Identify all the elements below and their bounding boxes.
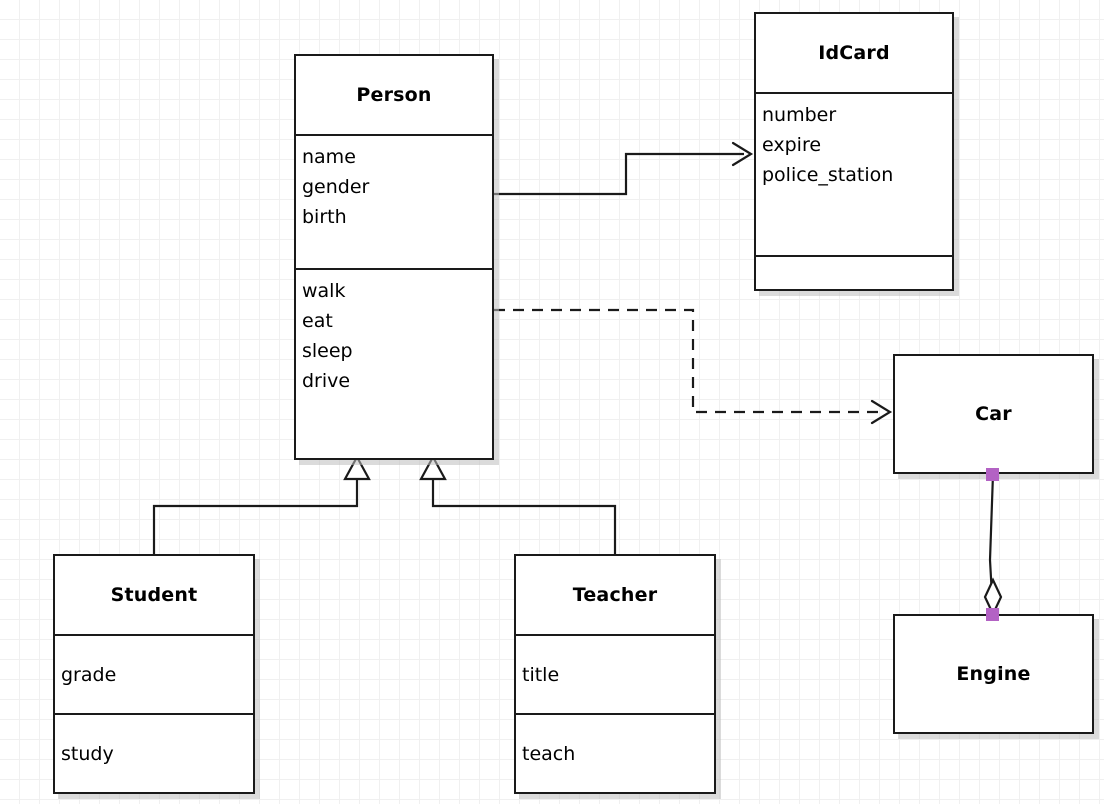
class-box-student[interactable]: Student grade study (53, 554, 255, 794)
attribute-item: grade (61, 663, 117, 686)
class-name-teacher: Teacher (572, 584, 658, 606)
attributes-compartment-teacher: title (516, 634, 714, 713)
class-name-car: Car (975, 403, 1012, 425)
generalization-line (152, 479, 359, 554)
dependency-line (494, 308, 883, 414)
open-arrow-head-icon (731, 141, 754, 167)
generalization-line (431, 479, 617, 554)
operations-compartment-person: walk eat sleep drive (296, 268, 492, 458)
class-name-engine: Engine (956, 663, 1031, 685)
attribute-item: name (302, 146, 356, 168)
operation-item: sleep (302, 340, 353, 362)
class-box-engine[interactable]: Engine (893, 614, 1094, 734)
attribute-item: gender (302, 176, 370, 198)
class-box-car[interactable]: Car (893, 354, 1094, 474)
attribute-item: police_station (762, 164, 894, 186)
hollow-triangle-icon (343, 454, 371, 481)
relationship-person-idcard[interactable] (494, 141, 754, 196)
relationship-student-person[interactable] (152, 454, 371, 554)
aggregation-line (988, 473, 995, 615)
selection-handle-target[interactable] (986, 608, 999, 621)
class-name-person: Person (356, 84, 432, 106)
operation-item: study (61, 742, 114, 765)
attribute-item: birth (302, 206, 347, 228)
attributes-compartment-idcard: number expire police_station (756, 92, 952, 255)
operation-item: drive (302, 370, 351, 392)
class-name-student: Student (110, 584, 198, 606)
operation-item: walk (302, 280, 346, 302)
operation-item: teach (522, 742, 576, 765)
open-arrow-head-icon (870, 399, 893, 425)
relationship-car-engine[interactable] (983, 473, 1003, 617)
operations-compartment-student: study (55, 713, 253, 792)
hollow-triangle-icon (419, 454, 447, 481)
attribute-item: expire (762, 134, 822, 156)
attributes-compartment-person: name gender birth (296, 134, 492, 268)
class-box-idcard[interactable]: IdCard number expire police_station (754, 12, 954, 291)
relationship-teacher-person[interactable] (419, 454, 617, 554)
attribute-item: title (522, 663, 560, 686)
selection-handle-source[interactable] (986, 468, 999, 481)
attribute-item: number (762, 104, 837, 126)
operation-item: eat (302, 310, 333, 332)
class-box-person[interactable]: Person name gender birth walk eat sleep … (294, 54, 494, 460)
attributes-compartment-student: grade (55, 634, 253, 713)
operations-compartment-teacher: teach (516, 713, 714, 792)
association-line (494, 152, 744, 196)
operations-compartment-idcard (756, 255, 952, 289)
class-name-idcard: IdCard (818, 42, 890, 64)
relationship-person-car[interactable] (494, 308, 893, 425)
class-box-teacher[interactable]: Teacher title teach (514, 554, 716, 794)
